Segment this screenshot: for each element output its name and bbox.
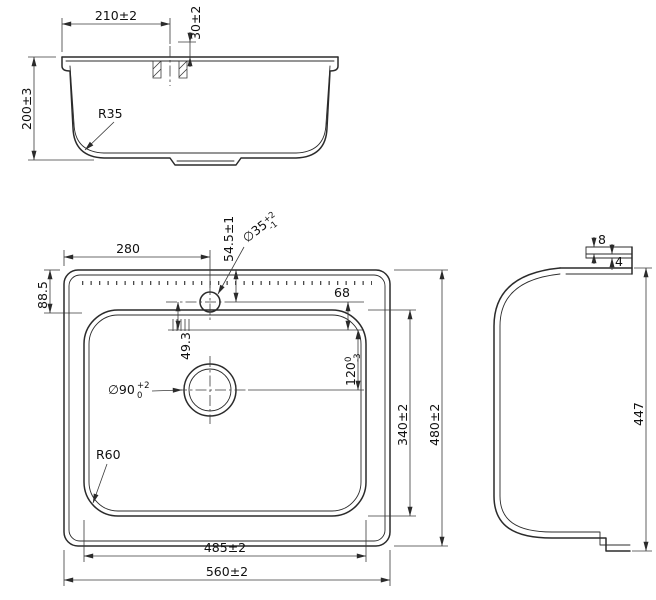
dim-plan-hole-x: 280 [63,241,211,288]
faucet-hole [166,284,232,331]
dim-front-hole-offset-label: 30±2 [188,6,203,40]
drain-dia-label: ∅90 [108,382,135,397]
plan-radius-callout: R60 [92,447,121,504]
plan-radius-label: R60 [96,447,121,462]
front-view-outline [61,56,339,166]
dim-plan-bowl-width-label: 485±2 [204,540,246,555]
dim-plan-hole-y-label: 54.5±1 [221,216,236,262]
leader-line [84,121,115,151]
dim-plan-68-label: 68 [334,285,350,300]
dim-front-width-label: 210±2 [95,8,137,23]
leader-line [151,387,183,393]
dim-side-rim-lip-label: 8 [598,232,606,247]
faucet-boss-hatch-right [178,60,188,79]
plan-view: 280 54.5±1 ∅35 +2 -1 88.5 68 [35,210,448,586]
front-faucet-boss [152,46,188,86]
drain-dia-callout: ∅90 +2 0 [108,381,183,401]
dim-plan-68: 68 [168,285,364,331]
dim-plan-overall-height-label: 480±2 [427,404,442,446]
drain-dia-tol-upper: +2 [137,381,150,391]
front-radius-callout: R35 [84,106,123,151]
plan-view-outline [63,269,391,547]
bowl-profile-inner [499,273,631,546]
leader-line [92,463,108,504]
dim-plan-120-tol-lower: -3 [353,354,363,362]
drain-hole [176,356,246,424]
dim-side-rim-step-label: 4 [615,254,623,269]
faucet-boss-hatch-left [152,60,162,79]
dim-side-rim-step: 4 [609,244,623,270]
bowl-inner-edge [88,314,362,512]
dim-plan-120-tol-upper: 0 [344,357,354,362]
sink-outer-edge [63,269,391,547]
side-view-outline [493,246,633,552]
dim-side-rim-lip: 8 [591,232,606,264]
side-view: 8 4 447 [493,232,652,552]
front-radius-label: R35 [98,106,123,121]
dim-plan-49-3-label: 49.3 [178,332,193,360]
dim-front-depth: 200±3 [19,56,94,161]
sink-rim-inner-edge [68,274,386,542]
dim-side-height-label: 447 [631,402,646,426]
dim-plan-120-label: 120 [343,362,358,386]
dim-plan-overall-height: 480±2 [394,269,448,547]
dim-front-hole-offset: 30±2 [178,6,203,67]
dim-front-width: 210±2 [61,8,171,52]
dim-plan-bowl-height: 340±2 [368,309,416,517]
dim-front-depth-label: 200±3 [19,88,34,130]
dim-plan-49-3: 49.3 [175,301,193,360]
sink-section-outline [61,56,339,166]
dim-plan-bowl-width: 485±2 [83,520,367,562]
dim-plan-rim-label: 88.5 [35,281,50,309]
deck-hatch-marks [172,319,190,331]
dim-side-height: 447 [631,267,652,552]
dim-plan-overall-width-label: 560±2 [206,564,248,579]
dim-plan-overall-width: 560±2 [63,550,391,586]
bowl-profile-outer [493,267,631,552]
leader-line [217,246,245,295]
front-view: 210±2 30±2 200±3 R35 [19,6,339,166]
dim-plan-hole-y: 54.5±1 [221,216,364,303]
dim-plan-rim: 88.5 [35,269,82,314]
sink-section-inner-wall [69,65,331,154]
dim-plan-bowl-height-label: 340±2 [395,404,410,446]
bowl-outer-edge [83,309,367,517]
dim-plan-hole-x-label: 280 [116,241,140,256]
dim-plan-120: 120 0 -3 [248,329,364,391]
drain-dia-tol-lower: 0 [137,391,142,401]
